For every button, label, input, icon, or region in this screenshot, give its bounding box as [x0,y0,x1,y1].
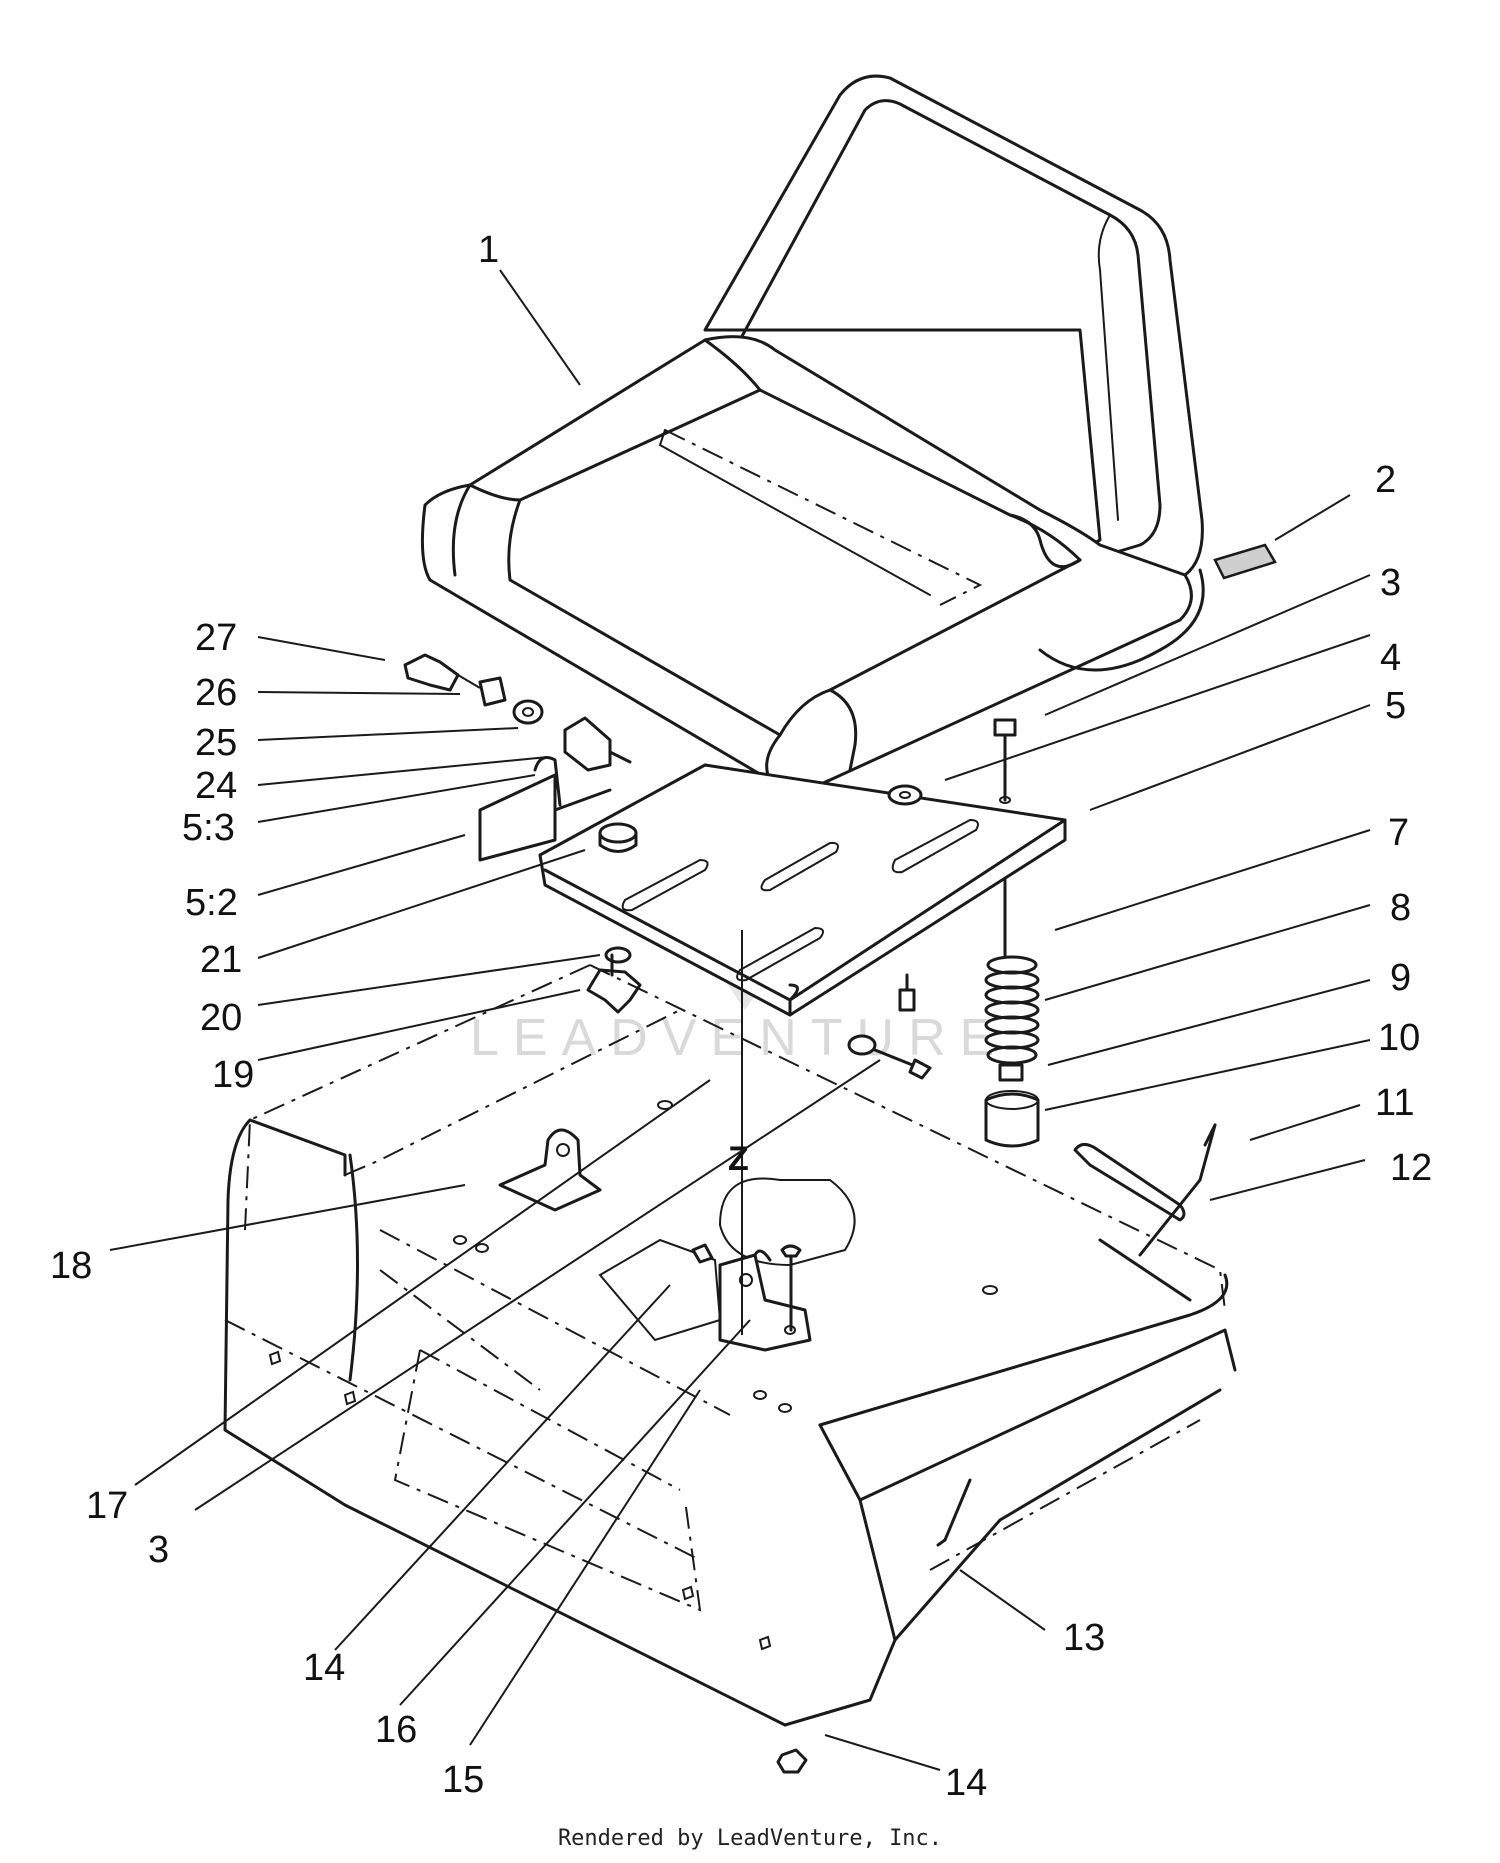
pin-part-13 [943,1478,972,1542]
callout-15: 15 [442,1759,484,1801]
callout-11: 11 [1375,1082,1414,1124]
callout-21: 21 [200,939,242,981]
switch-bracket-part-5-2 [478,773,557,862]
callout-27: 27 [195,617,237,659]
nut-part-9 [998,1063,1024,1082]
callout-2: 2 [1375,459,1396,501]
callout-17: 17 [86,1485,128,1527]
callout-20: 20 [200,997,242,1039]
bumper-part-10 [984,1092,1040,1148]
seat-part-1 [420,74,1277,805]
callout-10: 10 [1378,1017,1420,1059]
callout-12: 12 [1390,1147,1432,1189]
seat-switch-assembly [403,653,632,862]
nut-part-25 [512,699,544,725]
callout-14-bottom: 14 [945,1762,987,1804]
seat-plate-part-5 [538,763,1067,1017]
callout-numbers: 1 2 3 4 5 7 8 9 10 11 12 13 14 27 26 25 … [50,229,1432,1804]
leader-lines [109,269,1371,1771]
bolt-part-3 [993,718,1017,802]
switch-part-24 [563,716,612,772]
spring-assembly [898,878,1040,1148]
callout-13: 13 [1063,1617,1105,1659]
rod-part-11 [1138,1123,1217,1257]
callout-3-bottom: 3 [148,1529,169,1571]
callout-1: 1 [478,229,499,271]
washer-part-20 [604,946,632,964]
callout-25: 25 [195,722,237,764]
washer-part-4 [887,784,923,806]
callout-16: 16 [375,1709,417,1751]
callout-24: 24 [195,765,237,807]
nut-part-14 [776,1748,808,1774]
footer-credit: Rendered by LeadVenture, Inc. [557,1826,943,1851]
bolt-part-8 [898,988,916,1012]
callout-26: 26 [195,672,237,714]
callout-7: 7 [1388,812,1409,854]
callout-4: 4 [1380,637,1401,679]
callout-19: 19 [212,1054,254,1096]
decal-part-2 [1213,543,1277,580]
callout-9: 9 [1390,957,1411,999]
knob-part-19 [586,968,642,1014]
hinge-parts [586,946,932,1080]
callout-18: 18 [50,1245,92,1287]
callout-5-3: 5:3 [182,807,235,849]
clip-part-26 [478,676,507,707]
callout-5-2: 5:2 [185,882,238,924]
hinge-bracket-part-18 [498,1128,602,1212]
watermark-text: LEADVENTURE [470,1009,1008,1067]
callout-8: 8 [1390,887,1411,929]
callout-14-left: 14 [303,1647,345,1689]
callout-3-top: 3 [1380,562,1401,604]
callout-5: 5 [1385,685,1406,727]
bracket-part-16 [718,1253,812,1352]
connector-part-27 [403,653,460,692]
